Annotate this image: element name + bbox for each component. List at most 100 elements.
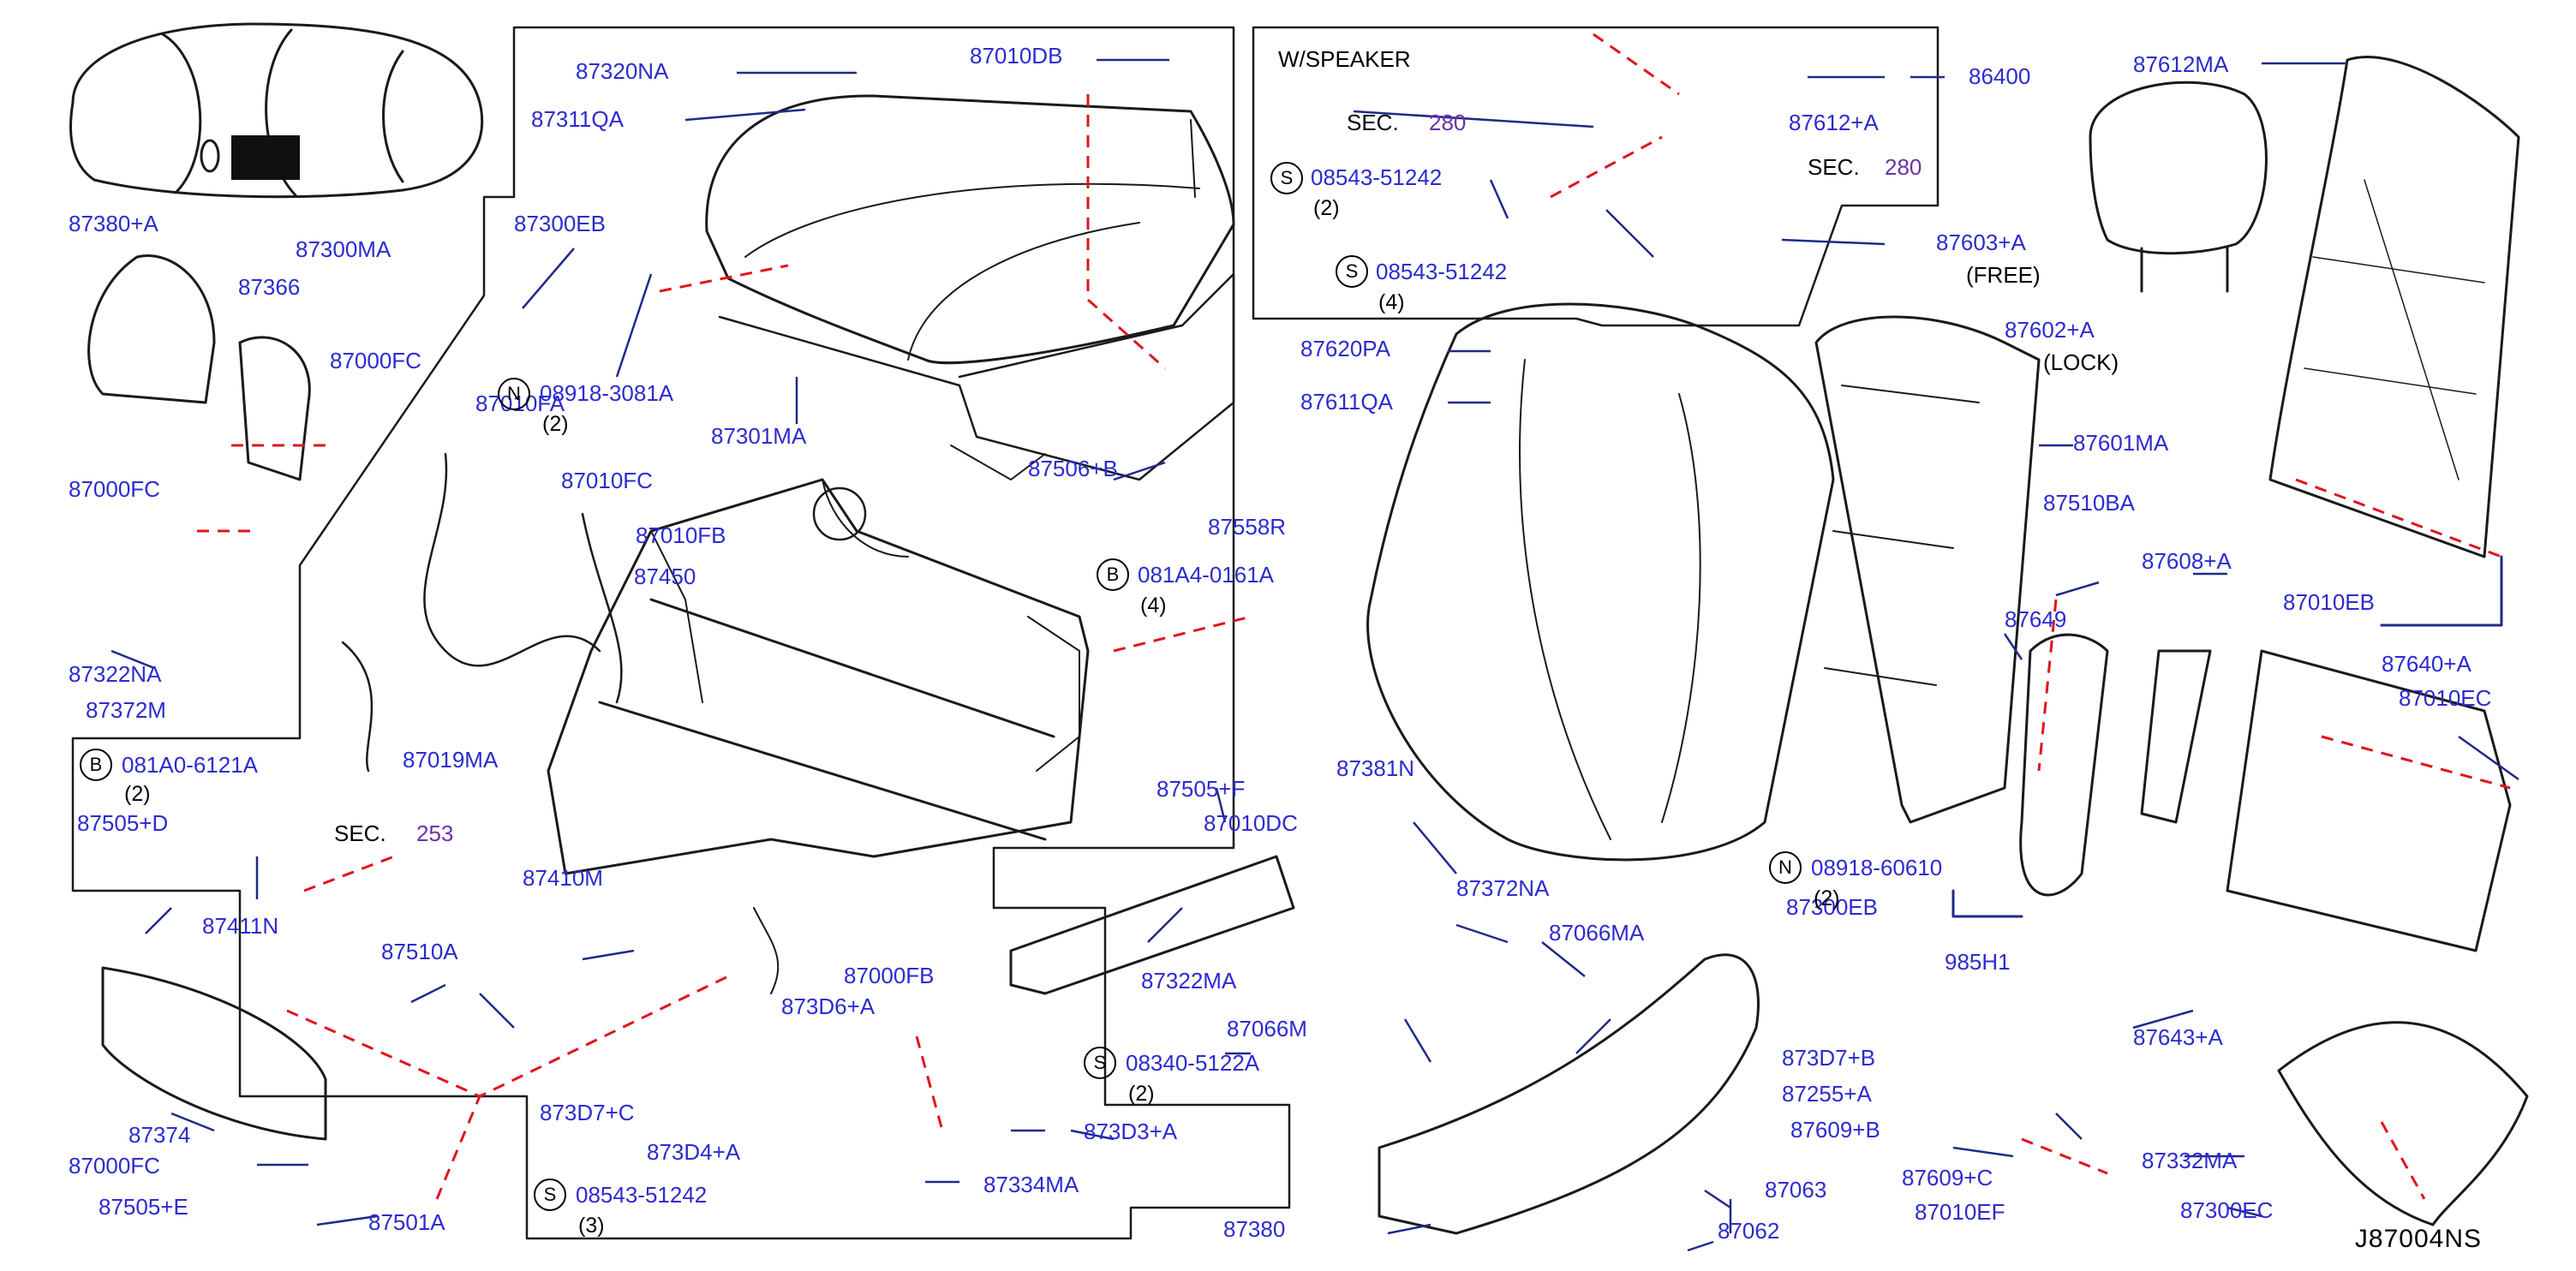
part-label-87372m: 87372M: [86, 697, 166, 723]
dashed-line: [286, 975, 729, 1098]
part-label-87643a: 87643+A: [2133, 1024, 2223, 1050]
leader-line: [410, 949, 635, 1029]
part-label-87510a: 87510A: [381, 939, 458, 964]
part-label-87062: 87062: [1718, 1218, 1780, 1244]
dashed-line: [2380, 1121, 2426, 1200]
part-label-87334ma: 87334MA: [983, 1172, 1079, 1197]
part-label-87300ec: 87300EC: [2180, 1197, 2274, 1223]
part-label-87649: 87649: [2005, 606, 2067, 632]
leader-line: [2003, 572, 2227, 660]
dashed-line: [435, 1095, 481, 1200]
group-frame-outline: [71, 26, 1291, 1240]
part-label-87501a: 87501A: [368, 1209, 445, 1235]
part-label-87322ma: 87322MA: [1141, 968, 1237, 994]
leader-line: [1413, 821, 1586, 977]
part-label-87611qa: 87611QA: [1300, 389, 1393, 415]
part-label-87609c: 87609+C: [1902, 1165, 1993, 1190]
part-label-87558r: 87558R: [1208, 514, 1287, 540]
leader-line: [1448, 349, 2073, 447]
cushion-pan-outline: [718, 272, 1235, 481]
sec-label: SEC.: [1808, 154, 1860, 180]
fastener-prefix-badge: S: [534, 1179, 566, 1211]
part-label-87381n: 87381N: [1336, 755, 1415, 781]
part-label-87450: 87450: [634, 564, 696, 589]
back-finisher-outline: [2268, 55, 2520, 558]
left-cover-outline: [87, 254, 216, 404]
cushion-pad-outline: [705, 94, 1235, 365]
fastener-qty: (2): [542, 412, 569, 436]
leader-line: [111, 649, 259, 934]
part-label-87322na: 87322NA: [69, 661, 162, 687]
leader-line: [1387, 1018, 1611, 1235]
part-label-87010dc: 87010DC: [1204, 810, 1298, 836]
fastener-prefix-badge: B: [1097, 558, 1129, 591]
part-label-87366: 87366: [238, 274, 301, 300]
free-note: (FREE): [1966, 262, 2041, 288]
part-label-87010fb: 87010FB: [636, 522, 726, 548]
part-label-87000fc-c: 87000FC: [69, 1153, 160, 1179]
seatback-frame-outline: [1814, 315, 2041, 824]
fastener-prefix-badge: S: [1084, 1047, 1116, 1079]
dashed-line: [2295, 478, 2502, 558]
sec-number: 253: [416, 820, 454, 846]
part-label-87311qa: 87311QA: [531, 106, 624, 132]
bracket-line: [2380, 555, 2503, 627]
part-label-87411n: 87411N: [202, 913, 279, 939]
leader-line: [1687, 1189, 1732, 1252]
dashed-line: [1086, 94, 1166, 370]
leader-line: [170, 1112, 378, 1226]
part-label-87374: 87374: [129, 1122, 191, 1148]
sec-label: SEC.: [334, 820, 386, 846]
fastener-prefix-badge: S: [1270, 162, 1303, 194]
part-label-873d3a: 873D3+A: [1084, 1119, 1178, 1144]
dashed-line: [2037, 599, 2058, 772]
left-bracket-outline: [238, 336, 311, 481]
wire-harness-outline: [341, 452, 623, 773]
part-label-87300eb-b: 87300EB: [1786, 894, 1878, 920]
sec-number: 280: [1429, 110, 1467, 135]
part-label-873d7b: 873D7+B: [1782, 1045, 1876, 1071]
part-label-87000fc-a: 87000FC: [330, 348, 421, 373]
headrest-outline: [2089, 81, 2268, 255]
fastener-part-number: 08543-51242: [1311, 164, 1443, 190]
part-label-87410m: 87410M: [523, 865, 603, 891]
side-panel-outline: [1378, 953, 1760, 1235]
part-label-873d7c: 873D7+C: [540, 1100, 635, 1125]
wspeaker-callout: W/SPEAKER: [1278, 46, 1411, 72]
fastener-qty: (2): [1814, 886, 1840, 910]
leader-line: [925, 1129, 1115, 1184]
part-label-87603a: 87603+A: [1936, 230, 2026, 255]
back-board-outline: [2226, 649, 2512, 952]
rear-cover-outline: [2019, 633, 2109, 897]
leader-line: [522, 71, 857, 378]
fastener-qty: (2): [1128, 1082, 1155, 1106]
part-label-87505f: 87505+F: [1157, 776, 1246, 802]
part-label-87505d: 87505+D: [77, 810, 169, 836]
fastener-part-number: 08918-3081A: [540, 380, 674, 406]
lock-note: (LOCK): [2043, 349, 2119, 375]
fastener-part-number: 08543-51242: [576, 1182, 708, 1208]
part-label-87010fc: 87010FC: [561, 468, 653, 493]
fastener-prefix-badge: N: [498, 378, 530, 410]
part-label-87000fb: 87000FB: [844, 963, 935, 988]
part-label-87300eb-a: 87300EB: [514, 211, 606, 236]
fastener-qty: (3): [578, 1214, 605, 1238]
dashed-line: [2321, 735, 2511, 790]
bottom-pan-outline: [2277, 1021, 2529, 1226]
part-label-87332ma: 87332MA: [2142, 1148, 2238, 1173]
speaker-frame-outline: [1252, 26, 1939, 327]
fastener-part-number: 081A4-0161A: [1138, 562, 1275, 588]
part-label-87608a: 87608+A: [2142, 548, 2232, 574]
sec-number: 280: [1885, 154, 1922, 180]
part-label-87372na: 87372NA: [1456, 875, 1550, 901]
part-label-87010db: 87010DB: [970, 43, 1063, 69]
fastener-part-number: 08543-51242: [1376, 259, 1508, 284]
leader-line: [1147, 787, 1251, 1055]
fastener-qty: (4): [1378, 290, 1405, 314]
leader-line: [2185, 735, 2519, 1218]
part-label-86400: 86400: [1969, 63, 2031, 89]
part-label-985h1: 985H1: [1945, 949, 2011, 975]
part-label-87063: 87063: [1765, 1177, 1827, 1202]
leader-line: [1781, 62, 2347, 246]
